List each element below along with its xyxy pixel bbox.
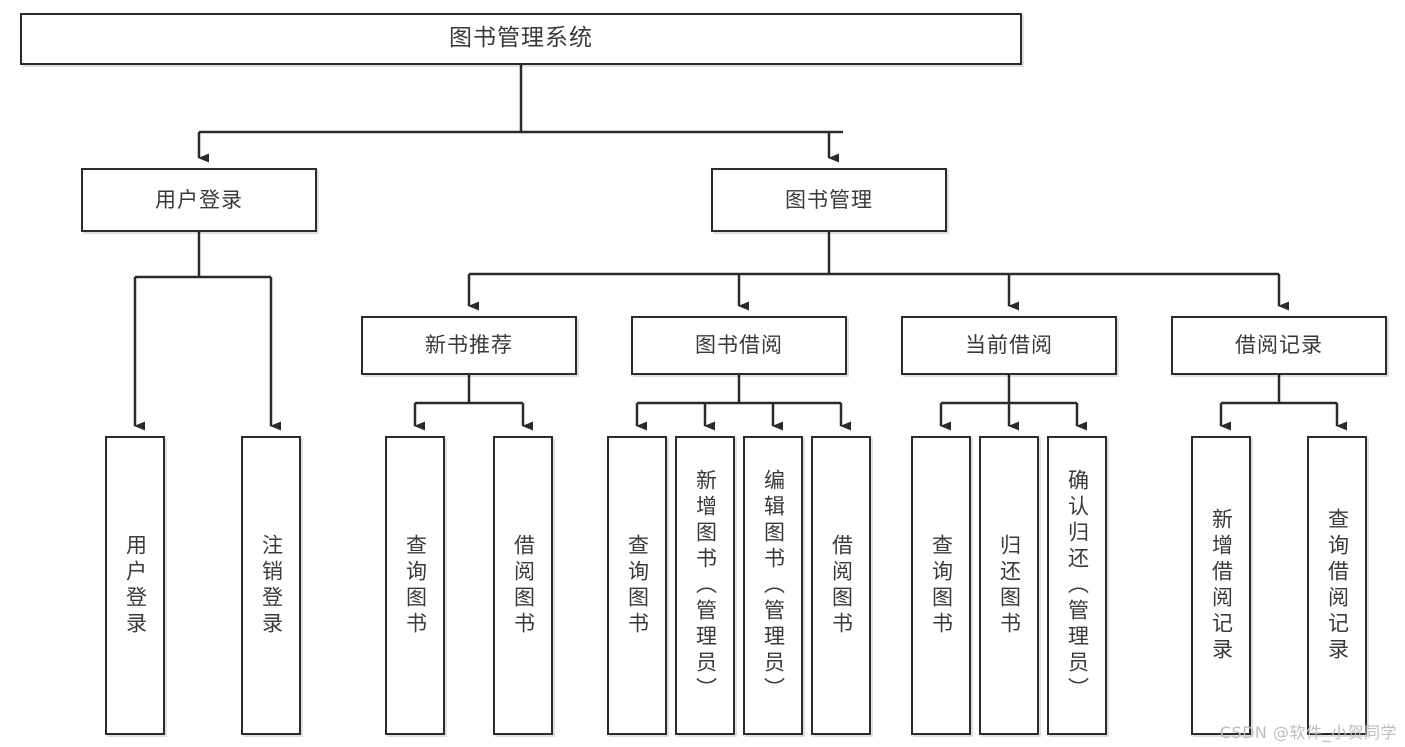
node-label: 确认归还（管理员）	[1065, 468, 1090, 703]
leaf-book-borrow-borrow-book[interactable]: 借阅图书	[811, 436, 871, 735]
leaf-borrow-record-query-record[interactable]: 查询借阅记录	[1307, 436, 1367, 735]
node-label: 借阅图书	[829, 533, 854, 638]
leaf-book-borrow-add-book-admin[interactable]: 新增图书（管理员）	[675, 436, 735, 735]
node-label: 图书管理	[785, 187, 873, 212]
node-book-borrowing[interactable]: 图书借阅	[631, 316, 847, 375]
node-label: 新增借阅记录	[1209, 507, 1234, 664]
leaf-new-book-query-book[interactable]: 查询图书	[385, 436, 445, 735]
leaf-book-borrow-edit-book-admin[interactable]: 编辑图书（管理员）	[743, 436, 803, 735]
node-label: 借阅记录	[1235, 333, 1323, 358]
node-label: 图书借阅	[695, 333, 783, 358]
leaf-current-borrow-return-book[interactable]: 归还图书	[979, 436, 1039, 735]
leaf-user-login-login[interactable]: 用户登录	[105, 436, 165, 735]
node-label: 用户登录	[123, 533, 148, 638]
node-label: 查询图书	[929, 533, 954, 638]
node-label: 图书管理系统	[449, 25, 593, 52]
leaf-current-borrow-confirm-return-admin[interactable]: 确认归还（管理员）	[1047, 436, 1107, 735]
node-label: 新书推荐	[425, 333, 513, 358]
leaf-book-borrow-query-book[interactable]: 查询图书	[607, 436, 667, 735]
node-user-login[interactable]: 用户登录	[81, 168, 317, 232]
node-label: 编辑图书（管理员）	[761, 468, 786, 703]
node-label: 当前借阅	[965, 333, 1053, 358]
leaf-current-borrow-query-book[interactable]: 查询图书	[911, 436, 971, 735]
node-label: 注销登录	[259, 533, 284, 638]
node-label: 查询图书	[625, 533, 650, 638]
node-current-borrowing[interactable]: 当前借阅	[901, 316, 1117, 375]
leaf-new-book-borrow-book[interactable]: 借阅图书	[493, 436, 553, 735]
watermark-text: CSDN @软件_小贺同学	[1219, 723, 1397, 742]
leaf-user-login-logout[interactable]: 注销登录	[241, 436, 301, 735]
node-new-book-recommendation[interactable]: 新书推荐	[361, 316, 577, 375]
node-book-management[interactable]: 图书管理	[711, 168, 947, 232]
node-label: 查询借阅记录	[1325, 507, 1350, 664]
node-label: 用户登录	[155, 187, 243, 212]
node-label: 归还图书	[997, 533, 1022, 638]
node-label: 查询图书	[403, 533, 428, 638]
node-borrowing-record[interactable]: 借阅记录	[1171, 316, 1387, 375]
leaf-borrow-record-add-record[interactable]: 新增借阅记录	[1191, 436, 1251, 735]
node-root-book-management-system[interactable]: 图书管理系统	[20, 13, 1022, 65]
node-label: 借阅图书	[511, 533, 536, 638]
node-label: 新增图书（管理员）	[693, 468, 718, 703]
